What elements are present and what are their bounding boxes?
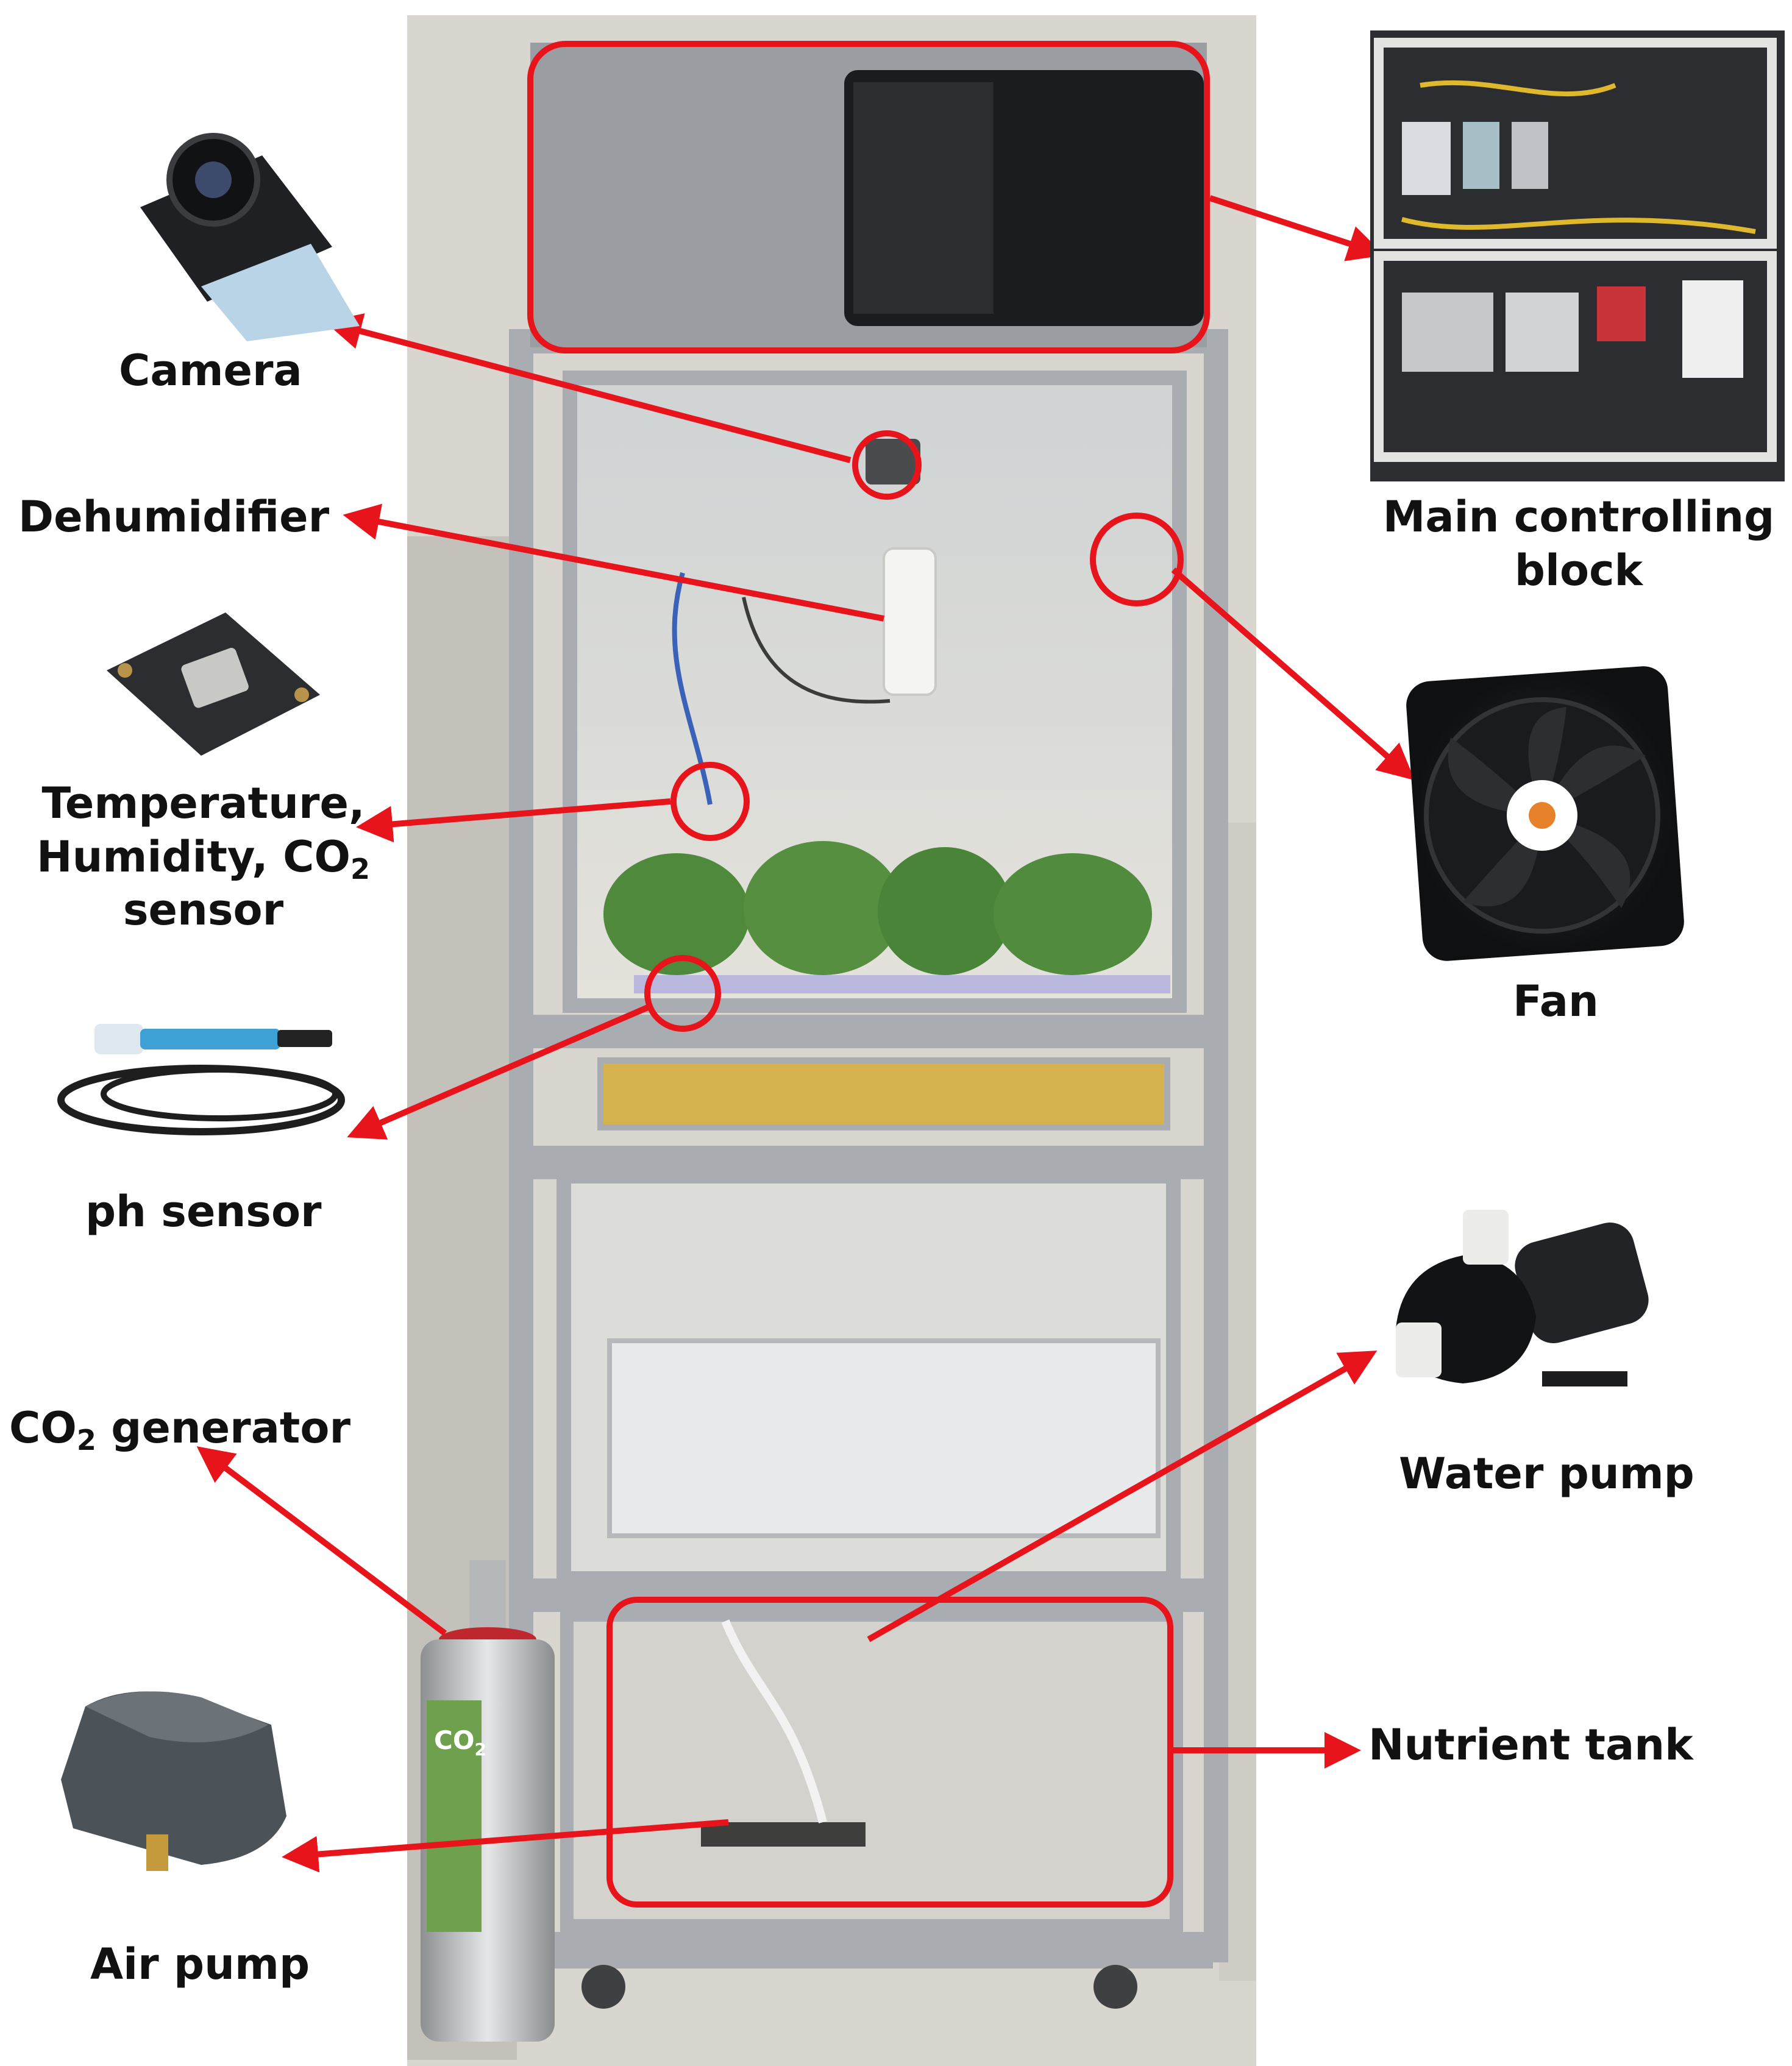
power-supply	[1402, 293, 1493, 372]
pump-inlet	[1396, 1322, 1442, 1377]
label-thc-line1: Temperature,	[41, 778, 365, 828]
main-block-photo	[1370, 30, 1785, 481]
cylinder-label: CO2	[434, 1725, 486, 1759]
arrow-co2-generator	[196, 1446, 447, 1636]
enclosure	[1682, 280, 1743, 378]
ph-probe-end	[277, 1030, 332, 1047]
label-main-controlling-block: Main controlling block	[1378, 491, 1780, 597]
rail	[524, 1932, 1213, 1968]
ph-sensor-highlight	[644, 955, 721, 1032]
ph-probe-cable	[101, 1067, 338, 1121]
fan-highlight	[1090, 513, 1184, 606]
label-dehumidifier: Dehumidifier	[18, 492, 330, 542]
sensor-mount-hole	[294, 687, 309, 702]
label-ph-sensor: ph sensor	[85, 1187, 322, 1237]
arrow-fan	[1171, 567, 1415, 781]
foliage	[744, 841, 902, 975]
thc-sensor-highlight	[670, 762, 750, 841]
foliage	[603, 853, 750, 975]
nutrient-tank-highlight	[606, 1597, 1173, 1908]
label-nutrient-tank: Nutrient tank	[1368, 1720, 1693, 1770]
label-fan: Fan	[1513, 976, 1599, 1026]
control-board	[1597, 286, 1646, 341]
callout-arrows	[196, 195, 1415, 1873]
camera-highlight	[852, 430, 922, 500]
touchscreen-glare	[853, 82, 994, 314]
sensor-mount-hole	[118, 663, 132, 678]
tank-base-plate	[701, 1822, 866, 1847]
arrow-ph-sensor	[347, 1004, 650, 1140]
caster-wheel	[581, 1965, 625, 2009]
arrow-dehumidifier	[343, 503, 884, 622]
foliage	[878, 847, 1012, 975]
arrow-air-pump	[282, 1819, 729, 1873]
ph-probe-cap	[94, 1024, 143, 1054]
fan-photo	[1406, 666, 1684, 961]
label-air-pump: Air pump	[90, 1939, 310, 1989]
air-pump-top	[85, 1691, 268, 1742]
thc-sensor-photo	[107, 612, 320, 756]
air-pump-photo	[61, 1691, 286, 1871]
plant-tray	[634, 975, 1170, 993]
pump-base	[1542, 1371, 1627, 1386]
label-main-line2: block	[1514, 545, 1643, 595]
label-thc-line2: Humidity, CO2	[37, 831, 370, 886]
relay-module	[1512, 122, 1548, 189]
cylinder-sticker	[427, 1700, 482, 1932]
nutrient-tray	[597, 1057, 1170, 1131]
pump-motor	[1515, 1223, 1649, 1343]
sensor-chip	[181, 648, 249, 708]
air-pump-nozzle	[146, 1834, 168, 1871]
wiring	[1401, 80, 1756, 234]
chamber-camera	[866, 439, 920, 485]
label-water-pump: Water pump	[1399, 1449, 1694, 1499]
ph-probe-body	[140, 1029, 280, 1049]
camera-ribbon-cable	[201, 244, 360, 341]
callout-highlights	[527, 41, 1210, 1908]
label-main-line1: Main controlling	[1382, 492, 1775, 542]
tank-compartment	[560, 1608, 1183, 1933]
arrow-water-pump	[867, 1351, 1378, 1642]
relay-module	[1463, 122, 1499, 189]
arrow-camera	[324, 313, 852, 463]
label-co2-generator: CO2 generator	[9, 1403, 351, 1457]
camera-lens-glass	[195, 162, 232, 198]
sensor-cable	[742, 597, 891, 704]
clear-tray	[607, 1338, 1161, 1538]
caster-wheel	[1093, 1965, 1137, 2009]
power-supply	[1506, 293, 1579, 372]
ph-sensor-photo	[57, 1024, 345, 1135]
water-pump-photo	[1396, 1210, 1649, 1386]
label-thc-line3: sensor	[123, 885, 284, 935]
sensor-cable	[672, 572, 713, 805]
growth-chamber-photo: CO2	[407, 15, 1256, 2066]
controller-frame	[1374, 251, 1777, 462]
fan-hub-logo	[1529, 802, 1556, 829]
arrow-thc-sensor	[356, 798, 671, 843]
rail	[524, 1015, 1213, 1048]
foliage	[994, 853, 1152, 975]
pump-outlet	[1463, 1210, 1509, 1265]
rail	[524, 1146, 1213, 1179]
rail	[524, 1578, 1213, 1612]
arrow-main-block	[1209, 195, 1385, 261]
label-thc-sensor: Temperature, Humidity, CO2 sensor	[37, 777, 370, 937]
tank-tube	[721, 1619, 827, 1823]
main-block-highlight	[527, 41, 1210, 353]
chamber-dehumidifier	[883, 547, 937, 696]
relay-module	[1402, 122, 1451, 195]
label-camera: Camera	[119, 346, 302, 396]
controller-frame	[1374, 38, 1777, 249]
camera-photo	[140, 133, 360, 341]
